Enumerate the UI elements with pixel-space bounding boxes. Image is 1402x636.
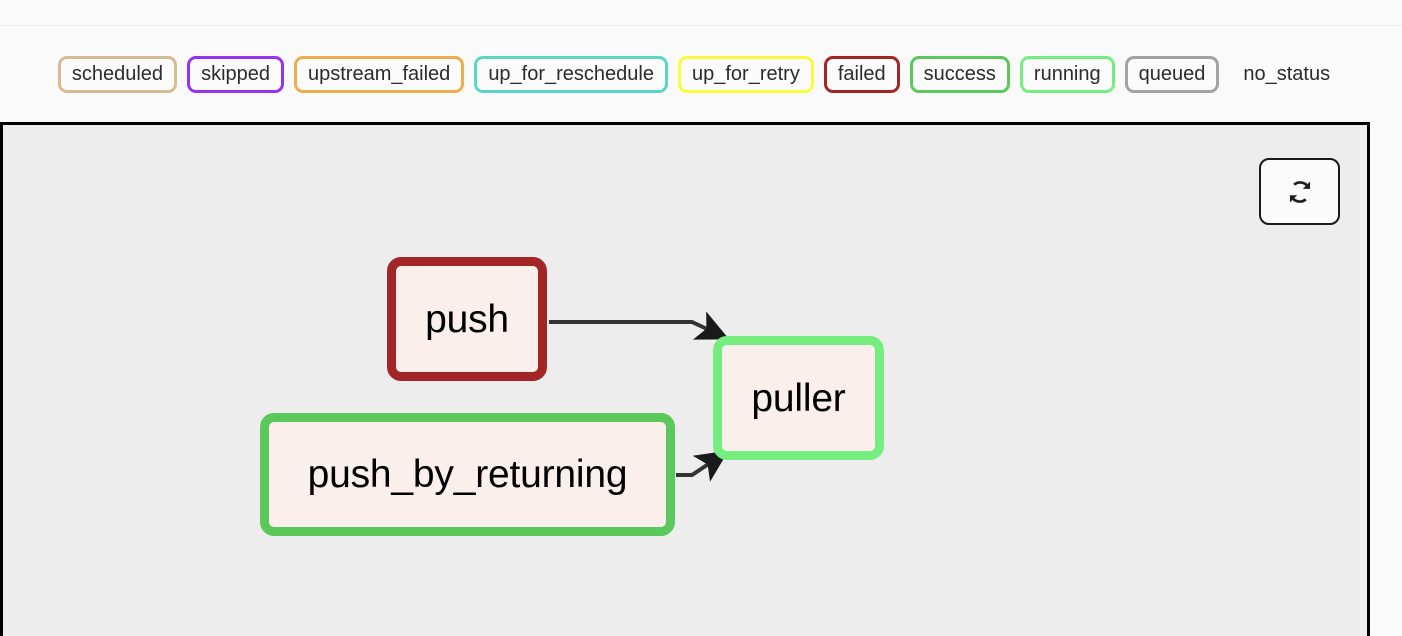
legend-badge-running[interactable]: running — [1019, 55, 1115, 93]
legend-badge-up-for-retry[interactable]: up_for_retry — [678, 55, 814, 93]
legend-badge-skipped[interactable]: skipped — [187, 55, 284, 93]
task-state-legend: scheduled skipped upstream_failed up_for_re… — [0, 26, 1402, 122]
legend-badge-label: running — [1033, 63, 1101, 85]
graph-edges-svg — [549, 311, 730, 482]
legend-badge-label: no_status — [1243, 63, 1331, 85]
legend-badge-label: scheduled — [71, 63, 164, 85]
legend-badge-success[interactable]: success — [909, 55, 1010, 93]
legend-badge-label: upstream_failed — [308, 63, 451, 85]
task-node-label: push_by_returning — [307, 453, 628, 496]
task-node-puller[interactable]: puller — [713, 336, 884, 460]
edge-push-by-returning-to-puller — [676, 450, 729, 482]
task-node-push-by-returning[interactable]: push_by_returning — [260, 413, 675, 536]
header-divider — [0, 25, 1402, 26]
graph-canvas[interactable]: push push_by_returning puller — [0, 122, 1370, 636]
legend-badge-label: skipped — [201, 63, 270, 85]
edge-push-to-puller — [549, 311, 730, 340]
legend-badge-scheduled[interactable]: scheduled — [57, 55, 178, 93]
legend-badge-upstream-failed[interactable]: upstream_failed — [294, 55, 465, 93]
auto-refresh-button[interactable] — [1259, 158, 1340, 225]
task-node-label: push — [425, 297, 509, 341]
legend-badge-queued[interactable]: queued — [1124, 55, 1220, 93]
legend-badge-label: queued — [1138, 63, 1206, 85]
legend-badge-label: failed — [837, 63, 886, 85]
task-node-push[interactable]: push — [387, 257, 547, 381]
legend-badge-label: up_for_retry — [692, 63, 800, 85]
legend-badge-up-for-reschedule[interactable]: up_for_reschedule — [474, 55, 668, 93]
graph-panel-left-border — [0, 122, 3, 636]
legend-badge-failed[interactable]: failed — [823, 55, 900, 93]
refresh-icon — [1283, 175, 1317, 209]
task-node-label: puller — [751, 376, 846, 420]
legend-badge-no-status[interactable]: no_status — [1229, 55, 1345, 93]
legend-badge-label: success — [923, 63, 996, 85]
legend-badge-label: up_for_reschedule — [488, 63, 654, 85]
